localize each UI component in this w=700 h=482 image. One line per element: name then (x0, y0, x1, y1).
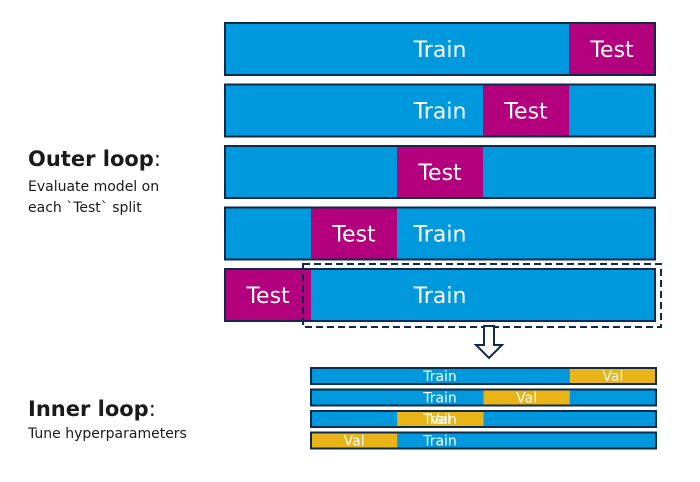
outer-loop-description: Evaluate model on each `Test` split (28, 177, 159, 219)
inner-highlight-label: Val (344, 434, 365, 450)
outer-fold-border (224, 268, 656, 322)
outer-highlight-segment (397, 146, 483, 198)
outer-fold-2: Train Test (224, 83, 656, 138)
outer-train-label: Train (413, 99, 467, 124)
inner-highlight-segment (311, 432, 398, 449)
inner-train-label: Train (422, 391, 457, 407)
outer-highlight-segment (569, 23, 655, 75)
outer-fold-bar (225, 84, 655, 137)
outer-train-label: Train (413, 284, 467, 309)
outer-fold-border (224, 206, 656, 261)
inner-fold-2: Val Train (310, 388, 657, 407)
inner-loop-colon: : (148, 397, 156, 421)
outer-train-label: Train (413, 38, 467, 63)
outer-loop-description-line2: each `Test` split (28, 200, 142, 216)
outer-loop-description-line1: Evaluate model on (28, 179, 160, 195)
outer-highlight-label: Test (331, 222, 376, 247)
outer-fold-bar (225, 207, 655, 260)
outer-fold-border (224, 145, 656, 199)
outer-highlight-segment (483, 84, 569, 137)
inner-loop-heading: Inner loop: (28, 397, 156, 421)
outer-highlight-label: Test (589, 38, 634, 63)
inner-fold-border (310, 367, 657, 385)
outer-loop-heading: Outer loop: (28, 147, 161, 171)
inner-fold-border (310, 388, 657, 407)
outer-loop-colon: : (153, 147, 161, 171)
hollow-down-arrow-icon (473, 325, 505, 360)
outer-highlight-label: Test (245, 284, 290, 309)
outer-fold-1: Train Test (224, 22, 656, 76)
inner-highlight-segment (569, 368, 656, 384)
inner-highlight-segment (483, 389, 570, 406)
outer-fold-5: Train Test (224, 268, 656, 322)
outer-fold-3: Test (224, 145, 656, 199)
outer-highlight-segment (311, 207, 397, 260)
outer-fold-border (224, 83, 656, 138)
inner-loop-title: Inner loop (28, 397, 149, 421)
inner-train-label: Train (422, 434, 457, 450)
inner-highlight-label: Val (516, 391, 537, 407)
inner-train-label: Train (422, 412, 457, 428)
inner-fold-4: Val Train (310, 431, 657, 450)
selected-train-split-outline (302, 263, 662, 328)
inner-train-label: Train (422, 369, 457, 385)
inner-highlight-label: Val (430, 412, 451, 428)
inner-highlight-label: Val (602, 369, 623, 385)
inner-loop-description: Tune hyperparameters (28, 426, 187, 442)
outer-train-label: Train (413, 222, 467, 247)
inner-highlight-segment (397, 411, 484, 427)
outer-fold-border (224, 22, 656, 76)
outer-highlight-label: Test (503, 99, 548, 124)
inner-fold-border (310, 431, 657, 450)
outer-highlight-segment (225, 269, 311, 321)
inner-fold-border (310, 410, 657, 428)
outer-highlight-label: Test (417, 161, 462, 186)
outer-fold-4: Train Test (224, 206, 656, 261)
outer-loop-title: Outer loop (28, 147, 154, 171)
inner-fold-1: Val Train (310, 367, 657, 385)
